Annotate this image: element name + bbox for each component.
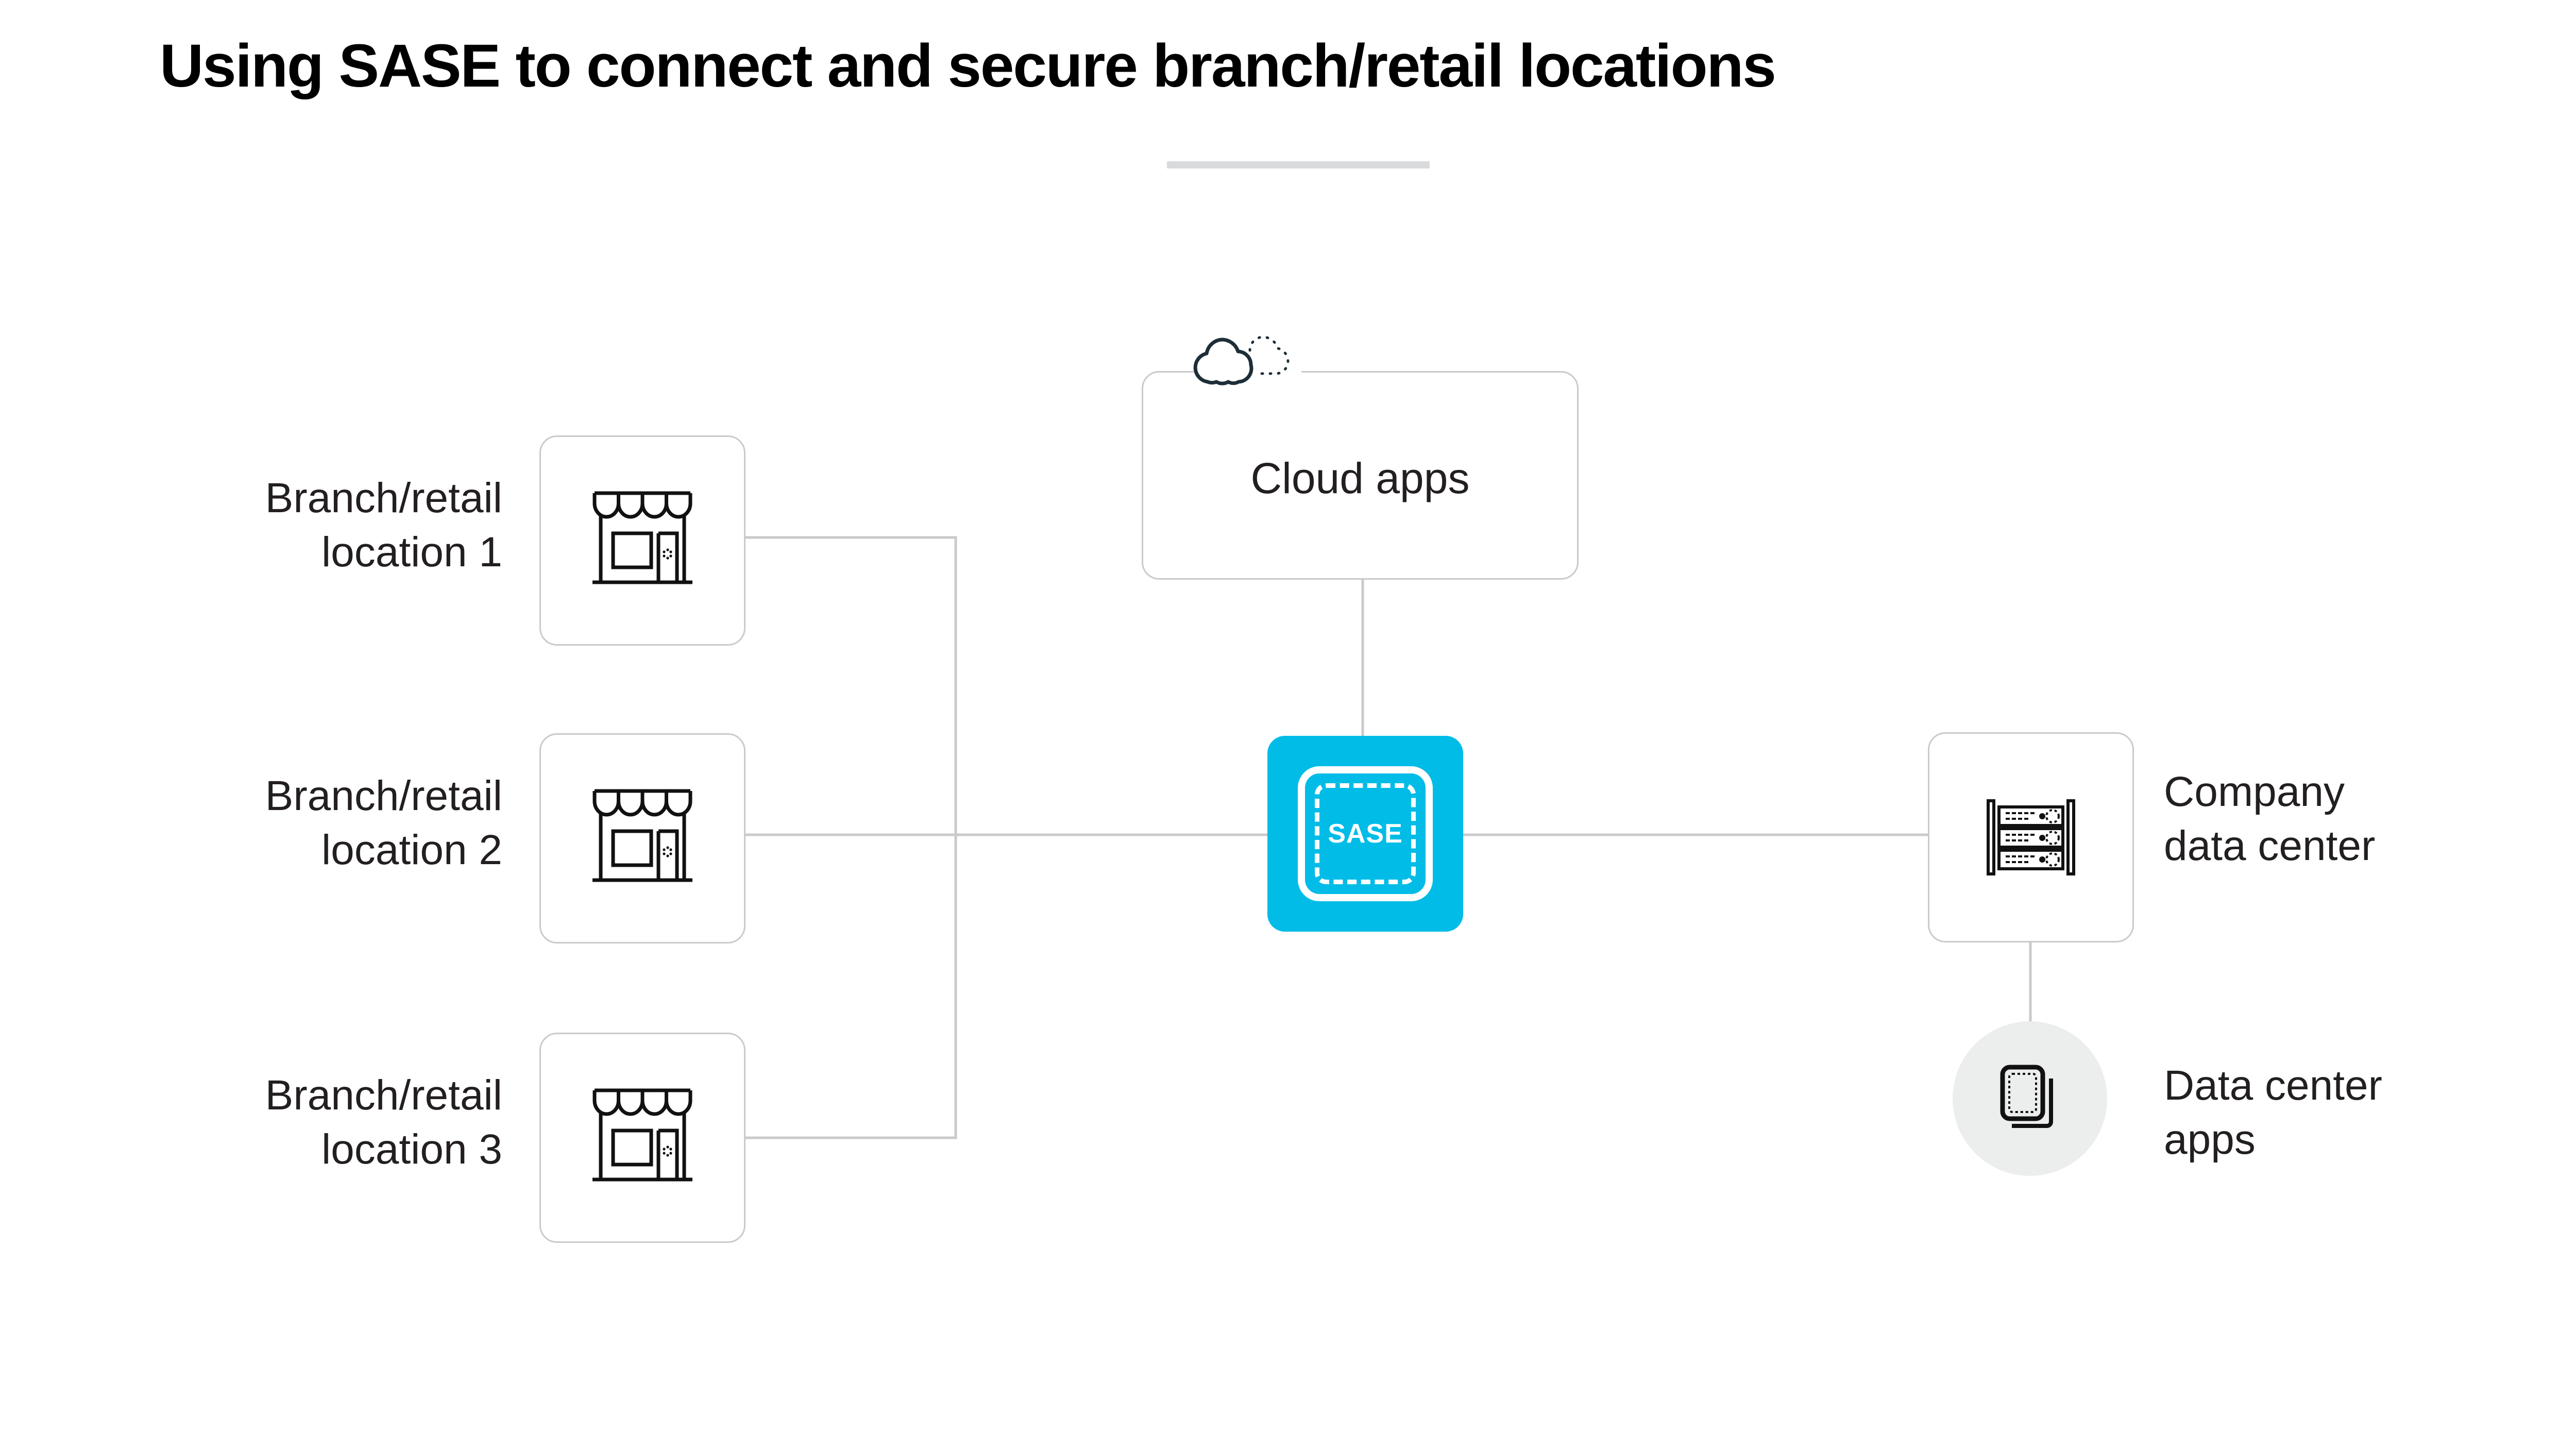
page-title: Using SASE to connect and secure branch/… [160,32,1776,100]
app-card-icon [1991,1059,2069,1139]
data-center-apps-label-line2: apps [2164,1116,2256,1163]
storefront-icon [541,437,744,644]
branch-1-label: Branch/retail location 1 [162,471,502,580]
company-data-center-label-line2: data center [2164,822,2376,869]
cloud-apps-node[interactable] [1142,371,1579,580]
title-divider [1167,161,1430,169]
branch-1-label-line2: location 1 [321,528,502,576]
branch-1-label-line1: Branch/retail [265,475,502,521]
company-data-center-label-line1: Company [2164,768,2345,815]
branch-2-node[interactable] [539,733,745,943]
branch-3-label: Branch/retail location 3 [162,1069,502,1177]
cloud-icon [1189,328,1318,400]
branch-2-label-line2: location 2 [321,826,502,873]
sase-dashed-ring: SASE [1315,783,1416,884]
branch-3-label-line1: Branch/retail [265,1072,502,1119]
sase-outer-ring: SASE [1298,766,1433,901]
data-center-apps-label-line1: Data center [2164,1062,2382,1109]
data-center-apps-label: Data center apps [2164,1059,2576,1167]
sase-label: SASE [1328,819,1403,849]
company-data-center-node[interactable] [1928,732,2134,942]
branch-2-label-line1: Branch/retail [265,772,502,819]
branch-1-node[interactable] [539,435,745,646]
branch-3-label-line2: location 3 [321,1125,502,1173]
data-center-apps-node[interactable] [1953,1021,2107,1176]
storefront-icon [541,735,744,942]
branch-2-label: Branch/retail location 2 [162,769,502,878]
storefront-icon [541,1034,744,1241]
branch-3-node[interactable] [539,1033,745,1243]
sase-node[interactable]: SASE [1267,736,1463,932]
cloud-apps-label: Cloud apps [1250,454,1470,502]
server-rack-icon [1929,734,2132,941]
company-data-center-label: Company data center [2164,765,2576,873]
